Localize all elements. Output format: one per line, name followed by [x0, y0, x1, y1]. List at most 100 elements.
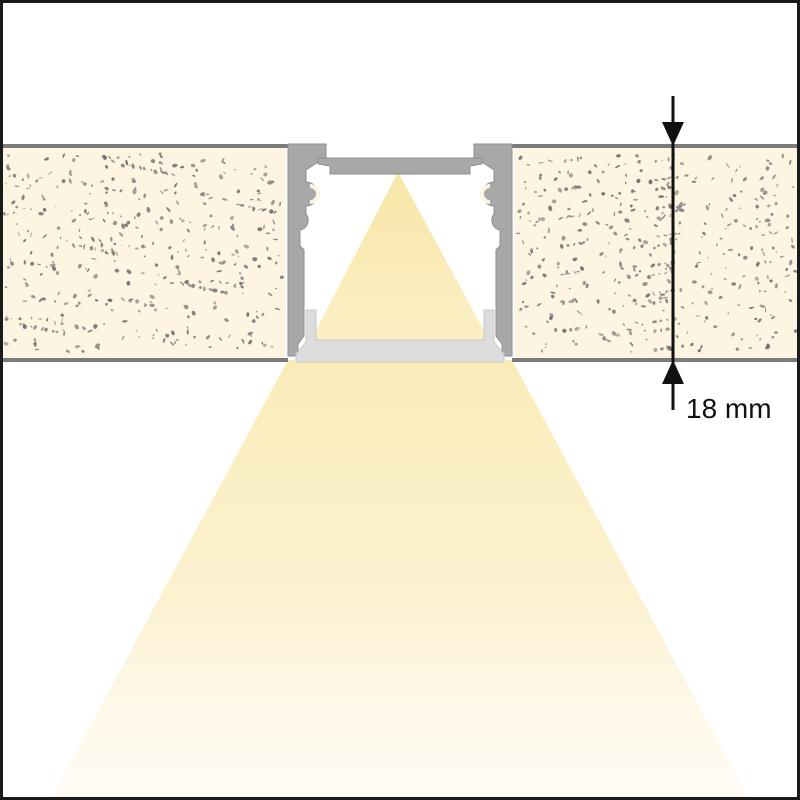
texture-speckle: [636, 161, 640, 163]
texture-speckle: [110, 159, 115, 163]
texture-speckle: [608, 225, 614, 230]
texture-speckle: [660, 347, 664, 351]
texture-speckle: [789, 159, 792, 165]
texture-speckle: [172, 163, 178, 168]
texture-speckle: [224, 318, 229, 322]
texture-speckle: [771, 336, 775, 339]
texture-speckle: [584, 200, 588, 202]
texture-speckle: [63, 330, 66, 337]
texture-speckle: [44, 327, 48, 332]
texture-speckle: [200, 256, 204, 259]
texture-speckle: [569, 327, 573, 332]
texture-speckle: [186, 255, 190, 258]
texture-speckle: [106, 211, 109, 214]
texture-speckle: [624, 233, 628, 237]
texture-speckle: [559, 243, 564, 249]
texture-speckle: [165, 333, 170, 338]
texture-speckle: [550, 291, 556, 294]
texture-speckle: [530, 248, 534, 254]
texture-speckle: [213, 301, 217, 305]
texture-speckle: [88, 218, 92, 221]
texture-speckle: [653, 329, 657, 334]
texture-speckle: [630, 350, 633, 354]
texture-speckle: [567, 170, 569, 175]
texture-speckle: [174, 182, 178, 188]
texture-speckle: [622, 304, 625, 307]
texture-speckle: [200, 158, 206, 163]
left-panel-texture: [2, 152, 284, 353]
texture-speckle: [218, 337, 223, 341]
texture-speckle: [648, 253, 652, 257]
texture-speckle: [216, 270, 223, 273]
texture-speckle: [71, 218, 77, 223]
texture-speckle: [202, 223, 207, 228]
texture-speckle: [617, 281, 621, 284]
texture-speckle: [25, 285, 27, 288]
texture-speckle: [703, 320, 706, 323]
texture-speckle: [76, 347, 78, 350]
texture-speckle: [259, 199, 262, 202]
texture-speckle: [45, 266, 48, 268]
texture-speckle: [9, 261, 14, 266]
texture-speckle: [186, 315, 190, 319]
texture-speckle: [680, 306, 685, 309]
texture-speckle: [553, 327, 558, 332]
texture-speckle: [545, 343, 547, 345]
texture-speckle: [18, 317, 22, 321]
texture-speckle: [159, 227, 163, 232]
texture-speckle: [683, 203, 686, 206]
texture-speckle: [202, 286, 206, 291]
texture-speckle: [574, 298, 578, 304]
texture-speckle: [659, 319, 663, 323]
texture-speckle: [190, 163, 196, 168]
texture-speckle: [769, 261, 772, 264]
texture-speckle: [240, 204, 245, 207]
texture-speckle: [74, 324, 80, 330]
texture-speckle: [686, 331, 688, 334]
texture-speckle: [103, 322, 106, 326]
texture-speckle: [731, 282, 737, 286]
texture-speckle: [230, 225, 235, 231]
texture-speckle: [537, 195, 544, 197]
texture-speckle: [567, 272, 571, 275]
texture-speckle: [647, 299, 653, 304]
texture-speckle: [733, 218, 738, 223]
texture-speckle: [653, 246, 656, 250]
texture-speckle: [762, 190, 768, 195]
texture-speckle: [560, 273, 565, 276]
texture-speckle: [618, 210, 623, 214]
texture-speckle: [60, 322, 64, 326]
texture-speckle: [665, 196, 668, 198]
texture-speckle: [791, 244, 795, 249]
texture-speckle: [754, 198, 758, 201]
texture-speckle: [12, 211, 16, 214]
texture-speckle: [174, 191, 177, 195]
texture-speckle: [773, 231, 779, 235]
texture-speckle: [8, 175, 11, 178]
texture-speckle: [112, 189, 116, 192]
texture-speckle: [105, 165, 109, 169]
texture-speckle: [759, 304, 766, 308]
texture-speckle: [634, 273, 639, 277]
texture-speckle: [728, 197, 734, 202]
texture-speckle: [54, 320, 56, 325]
texture-speckle: [610, 194, 614, 197]
texture-speckle: [161, 163, 164, 165]
texture-speckle: [233, 263, 237, 266]
texture-speckle: [722, 253, 726, 255]
texture-speckle: [279, 275, 284, 280]
texture-speckle: [108, 155, 111, 160]
texture-speckle: [110, 308, 114, 312]
texture-speckle: [638, 270, 642, 273]
texture-speckle: [549, 312, 554, 317]
texture-speckle: [119, 189, 123, 193]
texture-speckle: [86, 211, 90, 216]
texture-speckle: [677, 232, 681, 235]
texture-speckle: [56, 245, 59, 250]
texture-speckle: [224, 290, 228, 295]
texture-speckle: [139, 152, 142, 157]
texture-speckle: [222, 161, 226, 165]
texture-speckle: [150, 168, 153, 172]
texture-speckle: [88, 289, 91, 292]
